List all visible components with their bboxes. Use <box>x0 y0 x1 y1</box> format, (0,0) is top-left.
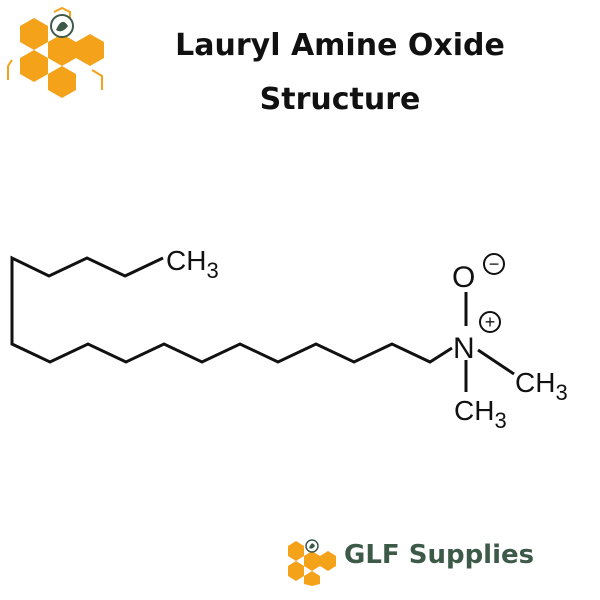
honeycomb-logo <box>7 6 104 98</box>
page-subtitle: Structure <box>259 82 421 117</box>
nitrogen-atom: N <box>453 332 475 365</box>
n-methyl-bond-right <box>477 348 515 376</box>
hex-cell <box>76 34 104 66</box>
brand-name: GLF Supplies <box>344 540 535 570</box>
hex-cell <box>20 50 48 82</box>
hex-cell <box>20 18 48 50</box>
methyl-group-bottom: CH3 <box>454 395 507 433</box>
methyl-group-right: CH3 <box>515 367 568 405</box>
alkyl-chain <box>10 255 453 364</box>
negative-charge-sign: − <box>489 254 500 274</box>
chain-terminal-methyl: CH3 <box>166 245 219 283</box>
hex-cell <box>48 66 76 98</box>
positive-charge-sign: + <box>485 312 496 332</box>
hex-cell <box>48 34 76 66</box>
flask-leaf-icon <box>50 14 74 38</box>
glf-logo-mark <box>288 539 336 586</box>
honeycomb-cells <box>20 18 104 98</box>
positive-charge-circle <box>479 311 501 333</box>
negative-charge-circle <box>483 253 505 275</box>
page-title: Lauryl Amine Oxide <box>175 28 505 63</box>
oxygen-atom: O <box>452 261 475 294</box>
